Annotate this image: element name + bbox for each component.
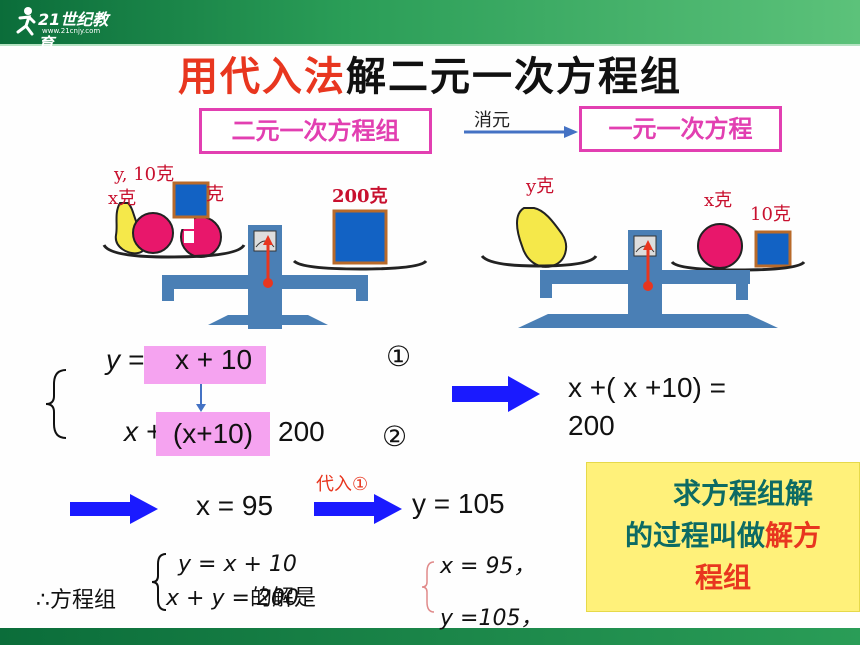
y-value: y = 105 [412,488,505,519]
header-bar [0,0,860,44]
label-200-grams: 200克 [332,186,388,207]
runner-icon [16,7,36,36]
box-two-variable-system: 二元一次方程组 [199,108,432,154]
definition-line1: 求方程组解 [672,477,813,510]
solution-y: y =105， [440,606,543,631]
arrow-label-elimination: 消元 [474,110,510,131]
blue-arrow-icon [314,494,402,524]
down-arrow-icon [196,384,206,412]
substitute-label: 代入① [316,474,369,495]
definition-term: 解方 [765,519,822,552]
label-y-grams: y克 [526,176,555,197]
eq2-number: ② [382,421,408,452]
definition-line2: 的过程叫做解方 [587,515,859,557]
footer-bar [0,628,860,645]
eq1-right: x + 10 [175,344,253,375]
is-solution-text: 的解是 [250,586,317,611]
system-eq2: x + y = 200 [166,586,299,611]
box-one-variable-equation: 一元一次方程 [579,106,782,152]
label-x-grams-right: x克 [704,190,733,211]
eq1-number: ① [386,341,412,372]
result-line2: 200 [568,410,615,441]
eq2-substitution: (x+10) [156,412,270,456]
result-line1: x +( x +10) = [568,372,726,403]
left-balance-scale [102,181,428,329]
label-y-10-grams: y, 10克 [114,164,175,185]
blue-arrow-icon [452,376,540,412]
page-title: 用代入法解二元一次方程组 [0,44,860,102]
therefore-text: ∴方程组 [36,588,116,613]
title-topic: 解二元一次方程组 [346,54,682,100]
eq2-left: x + [124,416,163,447]
label-x-grams: x克 [108,188,137,209]
title-method: 用代入法 [178,54,346,100]
label-grams: 克 [206,184,224,205]
definition-box: 求方程组解 的过程叫做解方 程组 [586,462,860,612]
logo-brand: 21世纪教育 [38,10,109,53]
solution-x: x = 95， [440,554,536,579]
left-brace-icon [45,369,67,439]
right-balance-scale [480,207,806,328]
arrow-right-icon [464,126,578,138]
label-10-grams: 10克 [750,204,791,225]
left-brace-icon [151,553,167,611]
x-value: x = 95 [196,490,274,521]
eq1-left: y = [106,344,145,375]
left-brace-icon [421,561,435,613]
definition-line3: 程组 [694,561,751,594]
header-divider [0,44,860,46]
site-logo[interactable]: 21世纪教育 www.21cnjy.com [14,6,124,53]
eq2-right: 200 [278,416,325,447]
system-eq1: y = x + 10 [178,552,297,577]
highlight-substitute [144,346,266,384]
logo-url: www.21cnjy.com [42,27,101,35]
definition-line2-start: 的过程叫做 [624,519,765,552]
blue-arrow-icon [70,494,158,524]
